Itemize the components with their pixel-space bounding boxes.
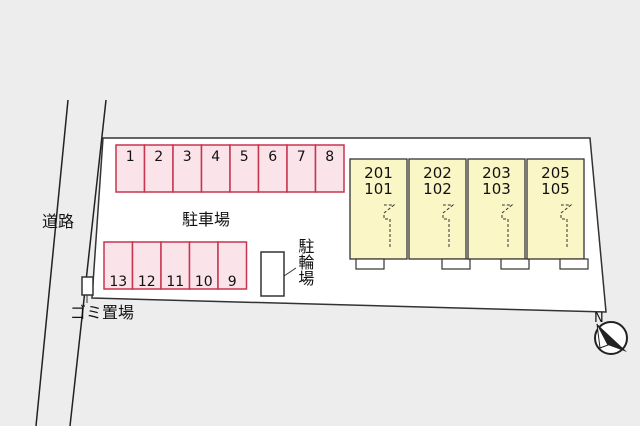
entrance-step [355, 258, 385, 270]
parking-row-top: 1 2 3 4 5 6 7 8 [115, 144, 345, 193]
north-label: N [594, 311, 604, 326]
parking-space [172, 144, 203, 193]
entrance-step [559, 258, 589, 270]
parking-space-number: 9 [228, 274, 237, 290]
parking-space-number: 4 [211, 149, 220, 165]
parking-space-number: 5 [240, 149, 249, 165]
bicycle-leader-line [283, 267, 297, 277]
unit-number-lower: 103 [482, 180, 511, 198]
stair-outline [560, 204, 573, 247]
unit-number-upper: 202 [423, 164, 452, 182]
road-edge-left [35, 99, 69, 426]
parking-space [115, 144, 146, 193]
parking-space [103, 241, 134, 290]
parking-space-number: 7 [297, 149, 306, 165]
apartment-unit [408, 158, 467, 260]
stair-outline [383, 204, 396, 247]
parking-space-number: 10 [195, 274, 213, 290]
parking-space [143, 144, 174, 193]
unit-number-lower: 101 [364, 180, 393, 198]
road-label: 道路 [42, 212, 75, 231]
unit-number-upper: 203 [482, 164, 511, 182]
bicycle-shed [260, 251, 285, 297]
stair-outline [442, 204, 455, 247]
stair-outline [501, 204, 514, 247]
parking-space-number: 11 [166, 274, 184, 290]
parking-space-number: 3 [183, 149, 192, 165]
unit-number-lower: 102 [423, 180, 452, 198]
unit-number-lower: 105 [541, 180, 570, 198]
parking-space [217, 241, 248, 290]
entrance-step [441, 258, 471, 270]
garbage-box [81, 276, 94, 296]
apartment-unit [467, 158, 526, 260]
entrance-step [500, 258, 530, 270]
parking-space [131, 241, 162, 290]
parking-space-number: 12 [138, 274, 156, 290]
north-arrow-icon: N [594, 311, 628, 355]
parking-space [314, 144, 345, 193]
unit-number-upper: 201 [364, 164, 393, 182]
apartment-unit [526, 158, 585, 260]
parking-row-bottom: 13 12 11 10 9 [103, 241, 248, 290]
road-edge-right [69, 99, 107, 426]
parking-space-number: 6 [268, 149, 277, 165]
parking-space-number: 8 [325, 149, 334, 165]
parking-space [188, 241, 219, 290]
garbage-label: ゴミ置場 [70, 303, 135, 322]
unit-number-upper: 205 [541, 164, 570, 182]
parking-space-number: 13 [109, 274, 127, 290]
bicycle-label: 駐輪場 [295, 238, 315, 286]
parking-space-number: 2 [154, 149, 163, 165]
parking-space-number: 1 [126, 149, 135, 165]
parking-space [286, 144, 317, 193]
parking-label: 駐車場 [182, 210, 231, 229]
